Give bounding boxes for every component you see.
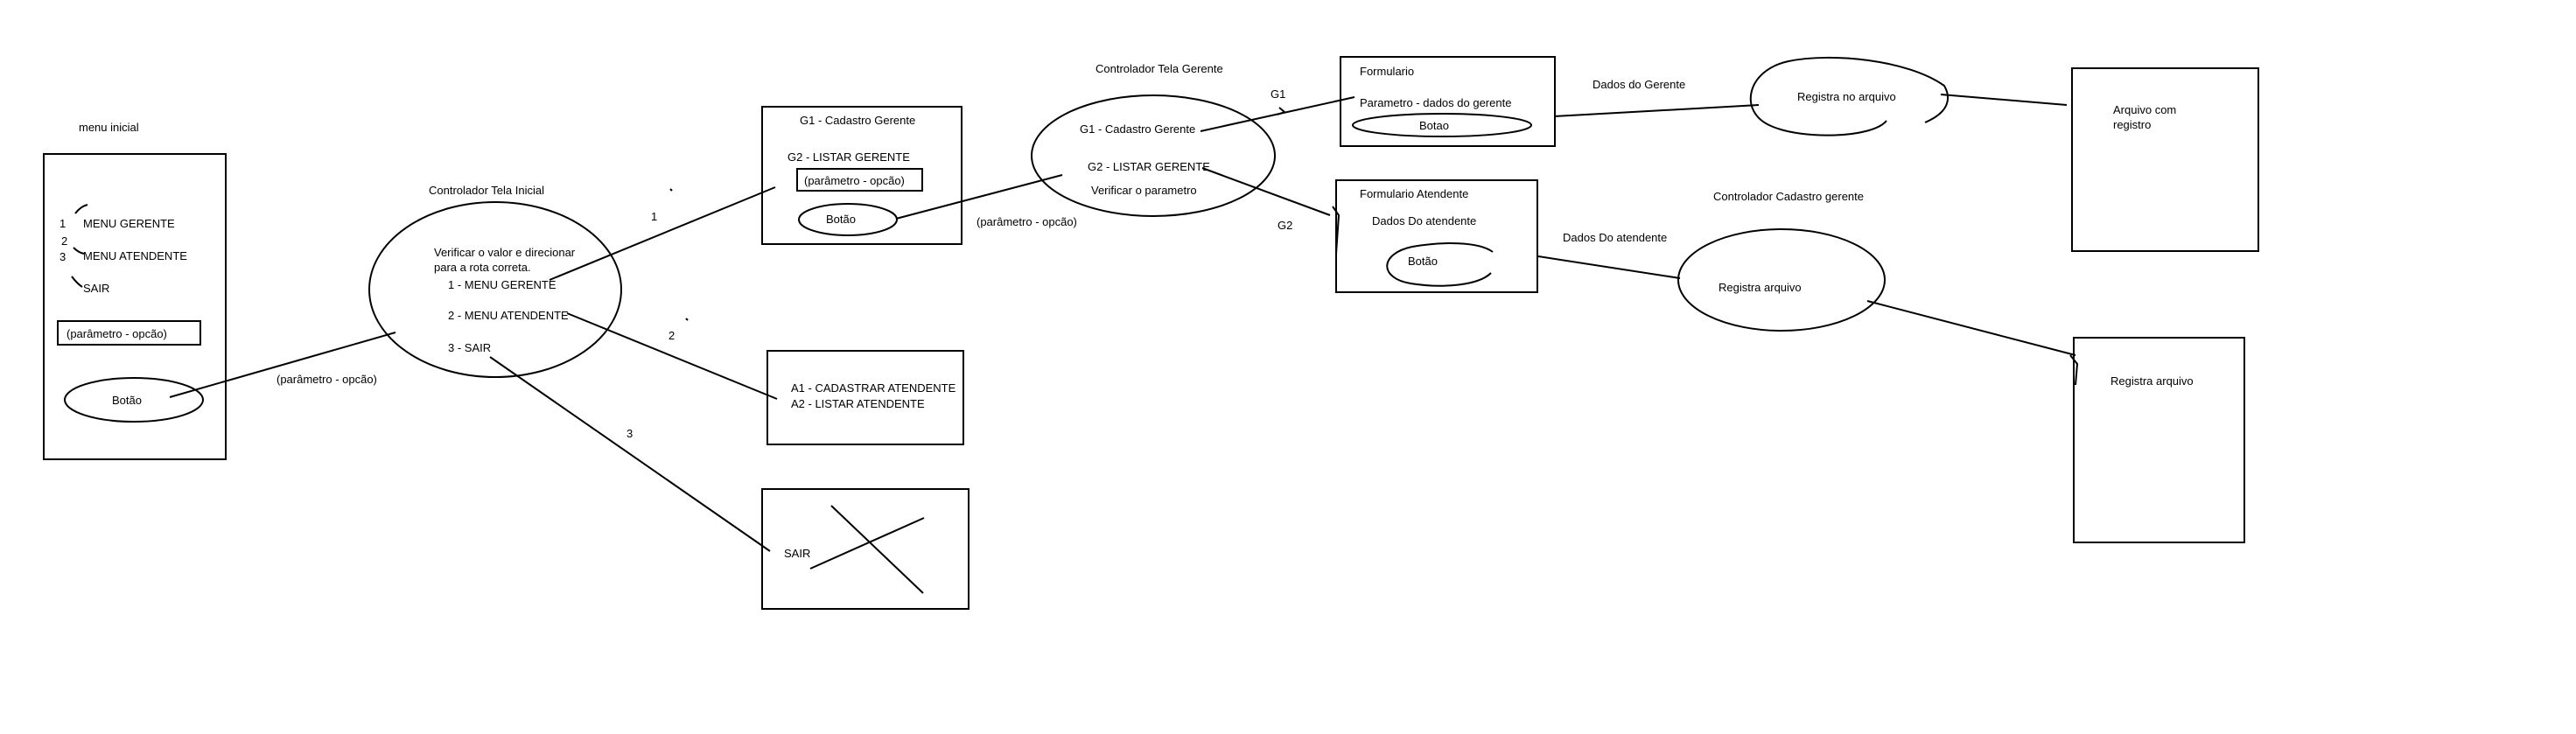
controlador-inicial-desc-2: para a rota correta. bbox=[434, 261, 531, 274]
controlador-inicial-title: Controlador Tela Inicial bbox=[429, 184, 544, 197]
formulario-atendente-mark bbox=[1332, 206, 1340, 255]
formulario-title: Formulario bbox=[1360, 65, 1414, 78]
controlador-inicial-opt-1: 1 - MENU GERENTE bbox=[448, 278, 556, 291]
formulario-atendente-title: Formulario Atendente bbox=[1360, 187, 1468, 200]
controlador-inicial-ellipse bbox=[368, 201, 622, 378]
edge-param-label-2: (parâmetro - opcão) bbox=[976, 215, 1077, 228]
formulario-atendente-box bbox=[1335, 179, 1538, 293]
edge-label-1: 1 bbox=[651, 210, 657, 223]
registra-box bbox=[2073, 337, 2245, 543]
gerente-menu-button[interactable] bbox=[798, 203, 898, 236]
tick-mark-2 bbox=[685, 318, 689, 321]
menu-inicial-button[interactable] bbox=[64, 377, 204, 423]
edge-controller-to-atendente bbox=[566, 312, 778, 400]
controlador-inicial-opt-2: 2 - MENU ATENDENTE bbox=[448, 309, 569, 322]
edge-controlador-to-registra bbox=[1866, 300, 2076, 356]
controlador-cadastro-label: Registra arquivo bbox=[1718, 281, 1802, 294]
menu-num-3: 3 bbox=[60, 250, 66, 263]
menu-param-box bbox=[57, 320, 201, 346]
formulario-box bbox=[1340, 56, 1556, 147]
dados-gerente-label: Dados do Gerente bbox=[1592, 78, 1685, 91]
arquivo-line-1: Arquivo com bbox=[2113, 103, 2176, 116]
edge-controller-to-gerente bbox=[549, 186, 776, 281]
atendente-menu-a1[interactable]: A1 - CADASTRAR ATENDENTE bbox=[791, 381, 956, 395]
atendente-menu-a2[interactable]: A2 - LISTAR ATENDENTE bbox=[791, 397, 925, 410]
registra-box-label: Registra arquivo bbox=[2110, 374, 2194, 388]
menu-curve-2 bbox=[73, 247, 85, 255]
registra-arquivo-top-label: Registra no arquivo bbox=[1797, 90, 1896, 103]
menu-item-gerente[interactable]: MENU GERENTE bbox=[83, 217, 175, 230]
controlador-cadastro-title: Controlador Cadastro gerente bbox=[1713, 190, 1864, 203]
edge-formulario-to-registra bbox=[1553, 104, 1760, 117]
gerente-menu-param-box bbox=[796, 168, 923, 192]
registra-box-mark bbox=[2069, 354, 2079, 386]
controlador-gerente-g1: G1 - Cadastro Gerente bbox=[1080, 122, 1195, 136]
controlador-cadastro-ellipse bbox=[1677, 228, 1886, 332]
tick-mark-1 bbox=[669, 188, 673, 192]
edge-gerente-to-controller bbox=[895, 174, 1063, 220]
menu-item-atendente[interactable]: MENU ATENDENTE bbox=[83, 249, 187, 262]
formulario-param: Parametro - dados do gerente bbox=[1360, 96, 1511, 109]
formulario-button-label[interactable]: Botao bbox=[1419, 119, 1449, 132]
sair-box bbox=[761, 488, 970, 610]
edge-menu-to-controller bbox=[169, 332, 396, 398]
gerente-menu-box bbox=[761, 106, 962, 245]
controlador-inicial-desc-1: Verificar o valor e direcionar bbox=[434, 246, 576, 259]
arquivo-box bbox=[2071, 67, 2259, 252]
menu-num-1: 1 bbox=[60, 217, 66, 230]
menu-item-sair[interactable]: SAIR bbox=[83, 282, 109, 295]
sair-cross-line-1 bbox=[830, 505, 924, 594]
menu-num-2: 2 bbox=[61, 234, 67, 248]
edge-label-3: 3 bbox=[626, 427, 633, 440]
edge-g2-to-formulario-atendente bbox=[1201, 167, 1331, 216]
edge-controller-to-sair bbox=[489, 356, 771, 552]
edge-param-label-1: (parâmetro - opcão) bbox=[276, 373, 377, 386]
arquivo-line-2: registro bbox=[2113, 118, 2151, 131]
edge-g1-arrowhead bbox=[1277, 107, 1286, 115]
controlador-gerente-ellipse bbox=[1031, 94, 1276, 217]
controlador-gerente-verify: Verificar o parametro bbox=[1091, 184, 1197, 197]
gerente-menu-g2[interactable]: G2 - LISTAR GERENTE bbox=[788, 150, 910, 164]
edge-label-g2: G2 bbox=[1278, 219, 1292, 232]
gerente-menu-g1[interactable]: G1 - Cadastro Gerente bbox=[800, 114, 915, 127]
gerente-menu-param-label: (parâmetro - opcão) bbox=[804, 174, 905, 187]
menu-param-label: (parâmetro - opcão) bbox=[66, 327, 167, 340]
menu-inicial-box bbox=[43, 153, 227, 460]
formulario-atendente-subtitle: Dados Do atendente bbox=[1372, 214, 1476, 227]
menu-inicial-button-label[interactable]: Botão bbox=[112, 394, 142, 407]
registra-arquivo-ellipse bbox=[1749, 56, 1949, 136]
sair-label[interactable]: SAIR bbox=[784, 547, 810, 560]
edge-formulario-atendente-to-controlador bbox=[1537, 255, 1681, 279]
formulario-atendente-button[interactable] bbox=[1386, 242, 1494, 287]
menu-inicial-title: menu inicial bbox=[79, 121, 139, 134]
edge-registra-to-arquivo bbox=[1940, 94, 2068, 106]
menu-curve-3 bbox=[71, 276, 83, 288]
edge-label-2: 2 bbox=[668, 329, 675, 342]
controlador-gerente-g2: G2 - LISTAR GERENTE bbox=[1088, 160, 1210, 173]
formulario-atendente-button-label[interactable]: Botão bbox=[1408, 255, 1438, 268]
formulario-button[interactable] bbox=[1352, 113, 1532, 137]
gerente-menu-button-label[interactable]: Botão bbox=[826, 213, 856, 226]
edge-label-g1: G1 bbox=[1270, 87, 1285, 101]
menu-curve-1 bbox=[74, 204, 88, 214]
atendente-menu-box bbox=[766, 350, 964, 445]
dados-atendente-label: Dados Do atendente bbox=[1563, 231, 1667, 244]
controlador-gerente-title: Controlador Tela Gerente bbox=[1096, 62, 1223, 75]
controlador-inicial-opt-3: 3 - SAIR bbox=[448, 341, 491, 354]
sair-cross-line-2 bbox=[809, 517, 925, 570]
